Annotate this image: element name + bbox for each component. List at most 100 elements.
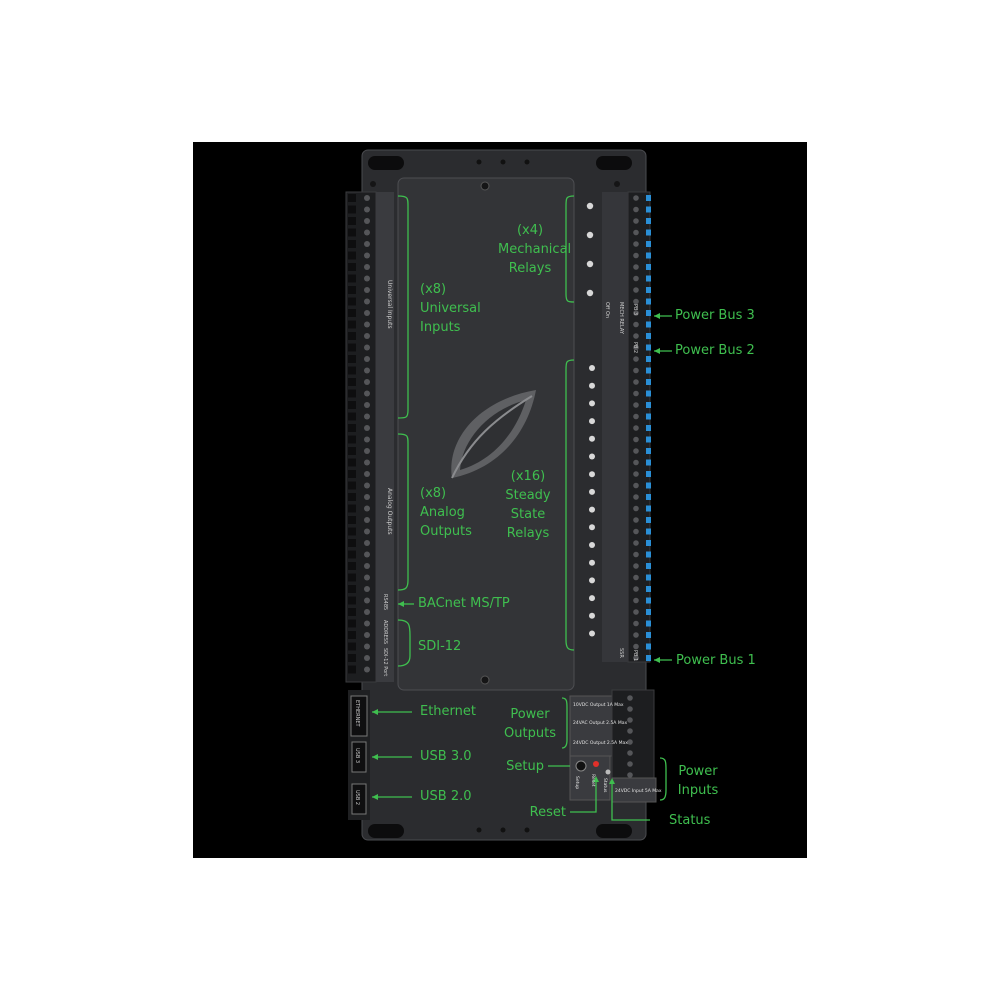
terminal-slot	[348, 286, 356, 294]
leader-reset	[570, 778, 597, 813]
terminal-slot	[348, 274, 356, 283]
terminal-wire-blue	[646, 448, 651, 454]
callout-usb3: USB 3.0	[420, 749, 472, 764]
terminal-screw	[633, 310, 639, 316]
relay-switch	[586, 260, 594, 268]
terminal-screw	[364, 609, 370, 615]
terminal-wire-blue	[646, 528, 651, 535]
ssr-switch	[589, 595, 595, 602]
callout-universal-inputs: (x8) Universal Inputs	[420, 280, 481, 337]
terminal-screw	[364, 563, 370, 569]
terminal-wire-blue	[646, 620, 651, 627]
bracket-analog-outputs	[397, 433, 409, 591]
device-label-10vdc-output: 10VDC Output 1A Max	[573, 702, 624, 708]
device-label-mech-relay: MECH RELAY	[618, 302, 624, 335]
terminal-screw	[633, 459, 639, 466]
terminal-slot	[348, 550, 356, 559]
callout-status: Status	[669, 813, 711, 828]
terminal-screw	[633, 264, 639, 270]
terminal-screw	[364, 666, 370, 673]
callout-universal-inputs-line1: Universal	[420, 301, 481, 316]
mounting-tab-bottom-right	[596, 824, 632, 838]
terminal-screw	[364, 275, 370, 282]
leader-status	[611, 780, 650, 821]
terminal-wire-blue	[646, 517, 651, 523]
terminal-slot	[348, 309, 356, 317]
ssr-switch	[589, 542, 595, 548]
terminal-slot	[348, 527, 356, 536]
device-label-sdi12-port: SDI-12 Port	[382, 648, 388, 676]
terminal-screw	[364, 471, 370, 477]
terminal-slot	[348, 343, 356, 352]
terminal-wire-blue	[646, 333, 651, 339]
terminal-screw	[633, 563, 639, 569]
ssr-switch	[589, 506, 595, 513]
terminal-screw	[364, 643, 370, 650]
terminal-screw	[364, 597, 370, 604]
vent-hole	[500, 159, 506, 165]
terminal-screw	[364, 494, 370, 500]
terminal-screw	[633, 333, 639, 339]
terminal-screw	[364, 218, 370, 224]
terminal-screw	[633, 540, 639, 546]
terminal-screw	[364, 505, 370, 512]
terminal-screw	[364, 632, 370, 638]
terminal-screw	[633, 517, 639, 523]
power-terminal-screw	[627, 706, 633, 712]
ssr-switch	[589, 559, 595, 566]
terminal-screw	[364, 540, 370, 546]
power-terminal-screw	[627, 761, 633, 767]
terminal-screw	[633, 195, 639, 201]
power-terminal-screw	[627, 717, 633, 723]
terminal-slot	[348, 435, 356, 444]
terminal-screw	[364, 425, 370, 431]
reset-led	[593, 761, 599, 767]
terminal-screw	[633, 620, 639, 627]
arrowhead	[372, 709, 378, 715]
ssr-switch	[589, 471, 595, 478]
terminal-screw	[364, 310, 370, 316]
terminal-screw	[364, 344, 370, 351]
terminal-slot	[348, 539, 356, 547]
vent-hole	[524, 159, 530, 165]
terminal-screw	[364, 574, 370, 581]
terminal-wire-blue	[646, 586, 651, 592]
terminal-slot	[348, 654, 356, 662]
setup-button[interactable]	[575, 760, 587, 772]
callout-mechanical-relays-line1: Mechanical	[498, 242, 572, 257]
arrowhead	[654, 313, 660, 319]
callout-power-inputs: Power Inputs	[672, 762, 724, 800]
terminal-wire-blue	[646, 425, 651, 431]
terminal-slot	[348, 504, 356, 513]
callout-analog-outputs-line1: Analog	[420, 505, 465, 520]
ssr-switch	[589, 435, 595, 442]
bracket-power-outputs	[561, 697, 568, 749]
vent-hole	[476, 159, 482, 165]
device-label-usb3: USB 3	[354, 748, 360, 763]
device-label-rs485: RS485	[382, 594, 388, 610]
terminal-screw	[633, 586, 639, 592]
terminal-wire-blue	[646, 241, 651, 247]
callout-steady-state-relays-line3: Relays	[506, 526, 550, 541]
arrowhead	[372, 754, 378, 760]
terminal-screw	[364, 459, 370, 466]
terminal-slot	[348, 608, 356, 616]
callout-steady-state-relays-line2: State	[510, 507, 546, 522]
terminal-screw	[364, 586, 370, 592]
terminal-slot	[348, 516, 356, 524]
terminal-slot	[348, 366, 356, 375]
device-label-pb3: PB 3	[632, 304, 638, 315]
cover-screw-top	[480, 181, 490, 191]
arrowhead	[654, 348, 660, 354]
terminal-wire-blue	[646, 356, 651, 362]
ssr-switch	[589, 365, 595, 371]
terminal-wire-blue	[646, 551, 651, 558]
terminal-slot	[348, 332, 356, 340]
terminal-wire-blue	[646, 643, 651, 650]
callout-mechanical-relays-line2: Relays	[508, 261, 552, 276]
terminal-wire-blue	[646, 287, 651, 293]
terminal-screw	[633, 367, 639, 374]
power-terminal-screw	[627, 739, 633, 745]
terminal-slot	[348, 424, 356, 432]
